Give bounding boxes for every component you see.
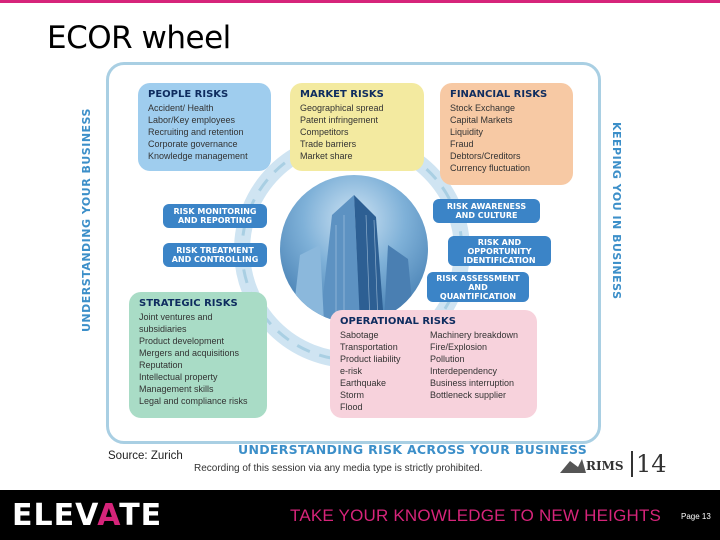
list-item: Product development [139,336,225,346]
list-item: Bottleneck supplier [430,390,507,400]
risk-monitoring-pill: RISK MONITORING AND REPORTING [163,204,267,228]
list-item: Recruiting and retention [148,127,244,137]
market-risks-title: MARKET RISKS [300,89,384,100]
list-item: Patent infringement [300,115,379,125]
list-item: Knowledge management [148,151,248,161]
list-item: Capital Markets [450,115,513,125]
list-item: Fire/Explosion [430,342,488,352]
people-risks-box: PEOPLE RISKS Accident/ Health Labor/Key … [138,83,271,171]
footer-bar: ELEVATE TAKE YOUR KNOWLEDGE TO NEW HEIGH… [0,490,720,540]
top-accent-bar [0,0,720,3]
list-item: Earthquake [340,378,387,388]
list-item: Fraud [450,139,474,149]
list-item: Geographical spread [300,103,384,113]
list-item: Currency fluctuation [450,163,531,173]
people-risks-title: PEOPLE RISKS [148,89,229,100]
strategic-risks-title: STRATEGIC RISKS [139,298,238,309]
list-item: Stock Exchange [450,103,516,113]
list-item: Business interruption [430,378,515,388]
list-item: Legal and compliance risks [139,396,248,406]
list-item: Transportation [340,342,398,352]
list-item: Debtors/Creditors [450,151,521,161]
brand-text-pre: ELEV [12,498,98,533]
diagram-bottom-caption: UNDERSTANDING RISK ACROSS YOUR BUSINESS [238,442,587,457]
list-item: Machinery breakdown [430,330,519,340]
brand-text-post: TE [119,498,163,533]
list-item: Trade barriers [300,139,357,149]
list-item: Corporate governance [148,139,238,149]
risk-treatment-pill: RISK TREATMENT AND CONTROLLING [163,243,267,267]
risk-identification-pill: RISK AND OPPORTUNITY IDENTIFICATION [448,236,551,266]
svg-text:RIMS: RIMS [586,459,624,473]
operational-risks-box: OPERATIONAL RISKS Sabotage Transportatio… [330,310,537,418]
list-item: Joint ventures and [139,312,213,322]
rims-logo-icon: RIMS [560,459,624,473]
financial-risks-title: FINANCIAL RISKS [450,89,548,100]
list-item: Liquidity [450,127,484,137]
source-note: Source: Zurich [108,450,183,462]
risk-awareness-pill: RISK AWARENESS AND CULTURE [433,199,540,223]
list-item: Storm [340,390,365,400]
list-item: Market share [300,151,353,161]
list-item: Product liability [340,354,401,364]
strategic-risks-box: STRATEGIC RISKS Joint ventures and subsi… [129,292,267,418]
page-number: Page 13 [681,512,711,521]
keeping-in-business-label: KEEPING YOU IN BUSINESS [610,122,623,300]
list-item: Intellectual property [139,372,218,382]
skyscraper-image [280,175,428,323]
left-side-label: UNDERSTANDING YOUR BUSINESS [78,100,100,335]
footer-tagline: TAKE YOUR KNOWLEDGE TO NEW HEIGHTS [290,506,662,525]
list-item: Flood [340,402,363,412]
list-item: Reputation [139,360,183,370]
list-item: Labor/Key employees [148,115,236,125]
understanding-business-label: UNDERSTANDING YOUR BUSINESS [80,108,93,332]
financial-risks-box: FINANCIAL RISKS Stock Exchange Capital M… [440,83,573,185]
market-risks-box: MARKET RISKS Geographical spread Patent … [290,83,424,171]
recording-notice: Recording of this session via any media … [194,463,483,474]
list-item: Interdependency [430,366,498,376]
brand-text-a: A [97,498,120,533]
risk-assessment-pill: RISK ASSESSMENT AND QUANTIFICATION [427,272,529,302]
list-item: e-risk [340,366,362,376]
elevate-logo: ELEVATE [12,498,162,533]
list-item: Competitors [300,127,349,137]
right-side-label: KEEPING YOU IN BUSINESS [606,100,628,300]
list-item: Mergers and acquisitions [139,348,240,358]
list-item: Management skills [139,384,214,394]
list-item: Pollution [430,354,465,364]
slide-title: ECOR wheel [47,20,231,56]
list-item: Accident/ Health [148,103,214,113]
list-item: subsidiaries [139,324,187,334]
slide-number: 14 [631,451,667,477]
operational-risks-title: OPERATIONAL RISKS [340,316,456,327]
list-item: Sabotage [340,330,379,340]
